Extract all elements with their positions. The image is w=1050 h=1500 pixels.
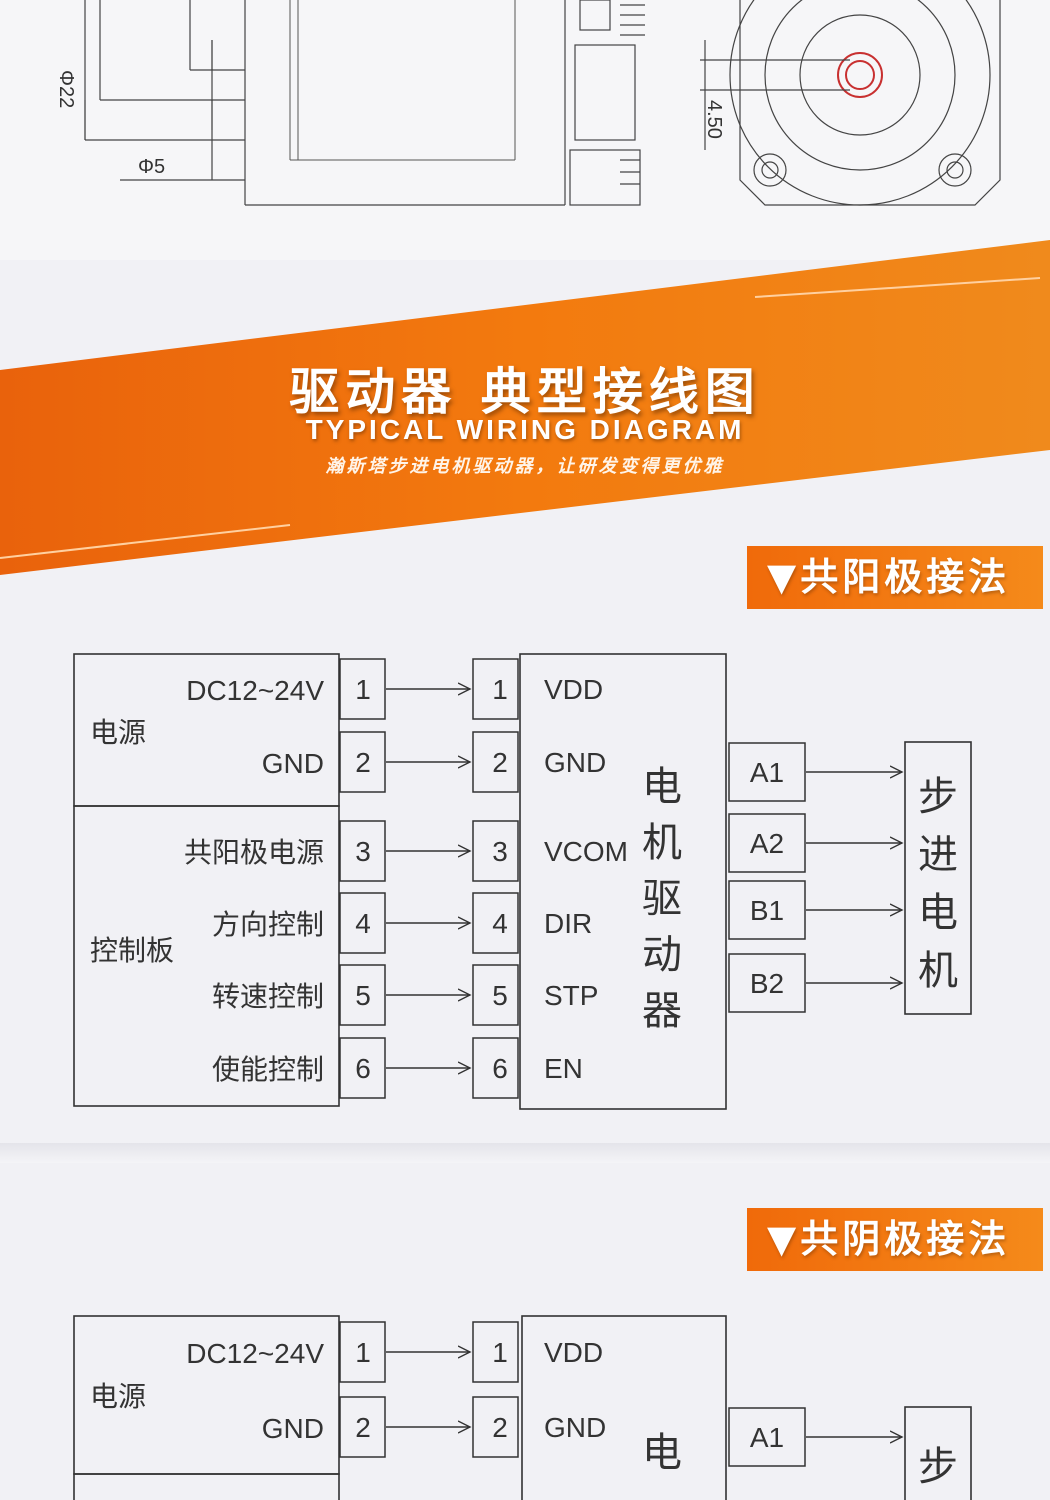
- motor-name-char: 进: [918, 832, 958, 878]
- driver-pin-box: [472, 1037, 519, 1099]
- source-pin-box: [339, 892, 386, 954]
- source-pin-box: [339, 820, 386, 882]
- banner-background: [0, 240, 1050, 575]
- driver-pin-number: 1: [492, 1337, 508, 1368]
- dim-4-50: 4.50: [703, 100, 725, 139]
- source-label: 方向控制: [212, 908, 324, 941]
- driver-pin-number: 6: [492, 1053, 508, 1084]
- output-label: B1: [750, 895, 784, 926]
- motor-technical-drawing: Φ22 Φ5 4.50: [0, 0, 1050, 260]
- driver-name-char: 机: [642, 820, 682, 866]
- driver-pin-number: 5: [492, 980, 508, 1011]
- output-label: A2: [750, 828, 784, 859]
- wiring-diagram-common-cathode: 电源 DC12~24V GND 1 1 VDD 2 2 GND 电 A1 步: [73, 1315, 972, 1500]
- source-label: 转速控制: [212, 980, 324, 1013]
- source-pin-box: [339, 1321, 386, 1383]
- driver-signal-label: VCOM: [544, 836, 628, 867]
- driver-pin-number: 4: [492, 908, 508, 939]
- control-board-box: [73, 805, 340, 1107]
- source-label: 使能控制: [212, 1053, 324, 1086]
- driver-pin-box: [472, 658, 519, 720]
- driver-signal-label: VDD: [544, 1337, 603, 1368]
- output-box: [728, 813, 806, 873]
- source-pin-number: 2: [355, 747, 371, 778]
- driver-signal-label: GND: [544, 747, 606, 778]
- output-label: B2: [750, 968, 784, 999]
- driver-pin-box: [472, 1321, 519, 1383]
- dim-phi22: Φ22: [55, 70, 77, 108]
- driver-pin-box: [472, 1396, 519, 1458]
- driver-name-char: 电: [642, 1430, 682, 1476]
- driver-name-char: 器: [642, 988, 682, 1034]
- output-box: [728, 1407, 806, 1467]
- driver-signal-label: VDD: [544, 674, 603, 705]
- output-box: [728, 880, 806, 940]
- driver-pin-number: 2: [492, 1412, 508, 1443]
- source-label: DC12~24V: [186, 1338, 324, 1369]
- banner-title: 驱动器 典型接线图: [289, 363, 761, 421]
- driver-signal-label: DIR: [544, 908, 592, 939]
- output-label: A1: [750, 1422, 784, 1453]
- source-label: 共阳极电源: [184, 836, 324, 869]
- source-pin-box: [339, 731, 386, 793]
- driver-pin-number: 2: [492, 747, 508, 778]
- output-box: [728, 953, 806, 1013]
- source-pin-number: 5: [355, 980, 371, 1011]
- source-pin-number: 3: [355, 836, 371, 867]
- source-label: GND: [262, 1413, 324, 1444]
- power-label-2: 电源: [90, 1380, 146, 1413]
- section1-tag: ▼共阳极接法: [747, 546, 1043, 609]
- source-pin-number: 6: [355, 1053, 371, 1084]
- motor-name-char: 步: [918, 1444, 958, 1490]
- section-divider: [0, 1143, 1050, 1163]
- driver-pin-number: 1: [492, 674, 508, 705]
- driver-pin-box: [472, 820, 519, 882]
- control-board-box-2: [73, 1473, 340, 1500]
- driver-signal-label: EN: [544, 1053, 583, 1084]
- driver-box-2: [521, 1315, 727, 1500]
- source-label: DC12~24V: [186, 675, 324, 706]
- motor-box-2: [904, 1406, 972, 1500]
- banner-title-en: TYPICAL WIRING DIAGRAM: [305, 414, 745, 445]
- driver-pin-box: [472, 964, 519, 1026]
- output-label: A1: [750, 757, 784, 788]
- driver-pin-box: [472, 731, 519, 793]
- driver-name-char: 电: [642, 764, 682, 810]
- driver-pin-number: 3: [492, 836, 508, 867]
- section2-tag: ▼共阴极接法: [747, 1208, 1043, 1271]
- output-box: [728, 742, 806, 802]
- motor-name-char: 机: [918, 948, 958, 994]
- motor-name-char: 电: [918, 890, 958, 936]
- driver-signal-label: STP: [544, 980, 598, 1011]
- driver-pin-box: [472, 892, 519, 954]
- driver-name-char: 动: [642, 932, 682, 978]
- source-pin-number: 1: [355, 1337, 371, 1368]
- source-label: GND: [262, 748, 324, 779]
- source-pin-number: 1: [355, 674, 371, 705]
- driver-box: [519, 653, 727, 1110]
- source-pin-number: 2: [355, 1412, 371, 1443]
- control-board-label: 控制板: [90, 934, 174, 967]
- banner-subtitle: 瀚斯塔步进电机驱动器，让研发变得更优雅: [325, 456, 725, 477]
- motor-name-char: 步: [918, 774, 958, 820]
- driver-name-char: 驱: [642, 876, 682, 922]
- source-pin-box: [339, 658, 386, 720]
- driver-signal-label: GND: [544, 1412, 606, 1443]
- dim-phi5: Φ5: [138, 156, 165, 178]
- power-label: 电源: [90, 716, 146, 749]
- source-pin-box: [339, 964, 386, 1026]
- source-pin-box: [339, 1037, 386, 1099]
- source-pin-number: 4: [355, 908, 371, 939]
- motor-box: [904, 741, 972, 1015]
- source-pin-box: [339, 1396, 386, 1458]
